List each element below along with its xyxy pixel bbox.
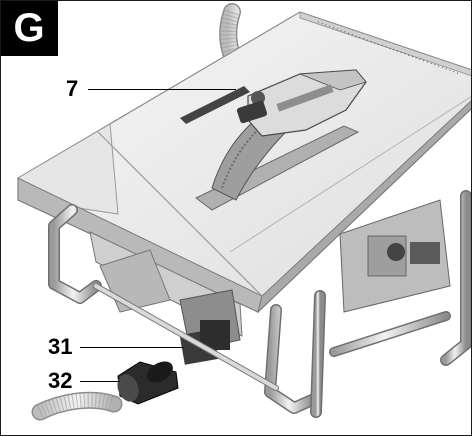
callout-32-leader (80, 381, 120, 382)
blade-guard (211, 69, 367, 201)
callout-31-leader (80, 347, 184, 348)
callout-32-label: 32 (48, 368, 73, 393)
callout-7-label: 7 (66, 76, 79, 101)
tube-frame (48, 190, 472, 418)
bottom-dust-hose (31, 391, 123, 421)
callout-7-leader (88, 89, 236, 90)
callout-31-label: 31 (48, 334, 73, 359)
figure-letter-badge: G (0, 0, 58, 56)
vacuum-adapter (117, 361, 179, 405)
